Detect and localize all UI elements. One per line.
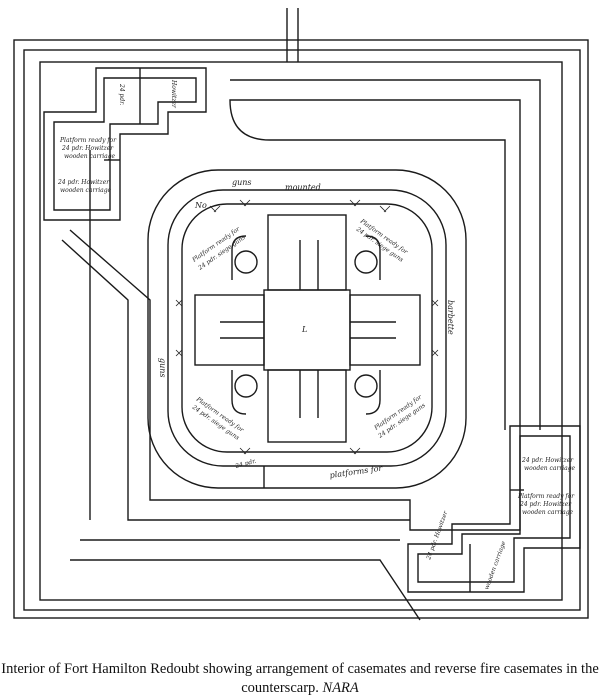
nw-casemate [43,67,207,221]
outer-wall-1 [13,39,589,619]
fort-plan-drawing: No guns mounted Platform ready for 24 pd… [13,8,589,621]
note-nw-e: wooden carriage [60,187,112,194]
redoubt-core [181,203,433,453]
note-nw-c: wooden carriage [64,153,116,160]
note-guns: guns [232,178,252,187]
gun-circle-sw [234,374,258,398]
note-24: 24 pdr. [234,458,257,471]
note-se-b: wooden carriage [524,465,576,472]
center-mark: L [301,325,307,334]
casemate-north [267,214,347,291]
note-se-c: Platform ready for [517,493,575,500]
note-se-a: 24 pdr. Howitzer [521,457,574,464]
glacis-line [70,559,421,621]
covered-way-outer [69,99,521,531]
se-casemate [407,425,581,593]
gun-circle-ne [354,250,378,274]
caption-text: Interior of Fort Hamilton Redoubt showin… [1,661,599,696]
figure-caption: Interior of Fort Hamilton Redoubt showin… [0,660,600,698]
note-nw-top-b: Howitzer [170,79,177,109]
note-nw-a: Platform ready for [59,137,117,144]
outer-wall-2 [23,49,581,611]
outer-wall-3 [39,61,563,601]
redoubt-outer [147,169,467,489]
note-nw-top-a: 24 pdr. [118,83,125,105]
note-se-e: wooden carriage [522,509,574,516]
note-barbette: barbette [446,300,455,335]
casemate-south [267,369,347,443]
note-no: No [194,201,207,210]
casemate-east [349,294,421,366]
note-guns-west: guns [158,358,167,378]
note-mounted: mounted [285,183,321,192]
note-nw-b: 24 pdr. Howitzer [61,145,114,152]
redoubt-inner [167,189,447,467]
note-nw-d: 24 pdr. Howitzer [57,179,110,186]
gun-circle-nw [234,250,258,274]
note-se-d: 24 pdr. Howitzer [519,501,572,508]
gun-circle-se [354,374,378,398]
covered-way-inner [61,79,541,521]
note-se-bottom-b: wooden carriage [483,540,507,591]
casemate-west [194,294,265,366]
caption-source: NARA [322,680,359,696]
